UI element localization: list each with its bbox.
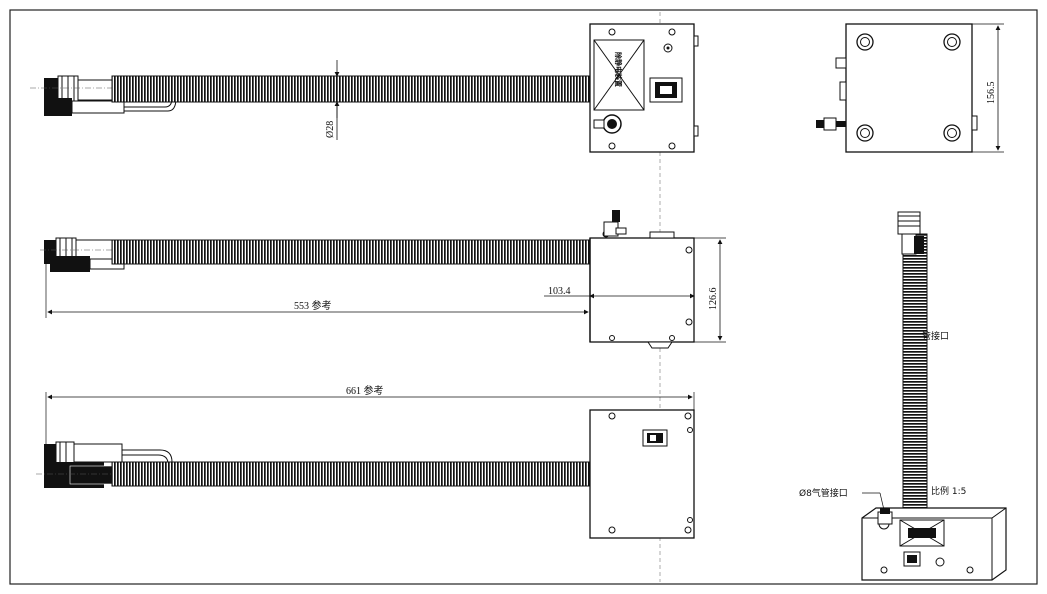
power-switch [642,429,668,447]
front-view: Ø28 除静电装置 [30,23,699,153]
device-label: 除静电装置 [614,52,623,87]
side-view: 103.4 126.6 553 参考 [40,210,726,349]
isometric-view: Ø8气管接口 管接口 比例 1:5 [799,211,1007,581]
air-fitting-iso [877,508,893,525]
scale-label: 比例 1:5 [931,485,966,497]
dim-length-553-label: 553 参考 [294,299,332,312]
rear-view: 661 参考 [36,384,695,539]
dim-height-side-label: 126.6 [708,288,719,311]
dim-height-top-label: 156.5 [986,82,997,105]
dim-width-label: 103.4 [548,286,571,297]
air-fitting-side [603,210,627,237]
device-box-front: 除静电装置 [589,23,699,153]
hose [111,75,591,103]
drawing-frame [9,9,1038,585]
connector-head [30,75,177,116]
air-inlet-label: Ø8气管接口 [799,487,848,499]
top-view: 156.5 [816,23,1004,153]
connector-head-rear [36,441,173,488]
hose-connector-label: 管接口 [922,330,949,342]
hose-rear [111,461,591,487]
connector-head-iso [897,211,924,255]
hose-vertical [902,233,928,519]
air-fitting-top [816,117,846,131]
dim-length-661-label: 661 参考 [346,384,384,397]
dim-diameter-label: Ø28 [325,121,336,138]
hose-side [111,239,591,265]
